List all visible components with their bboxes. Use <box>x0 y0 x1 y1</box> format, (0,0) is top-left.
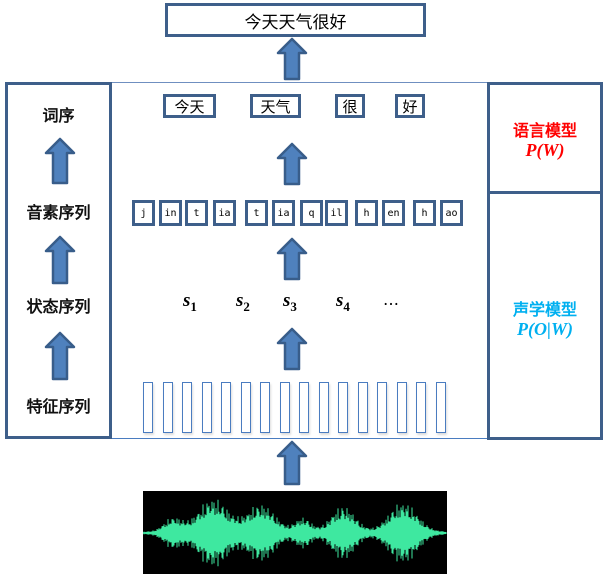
feature-frame <box>396 382 407 433</box>
sentence-box: 今天天气很好 <box>165 3 426 37</box>
phoneme-box: h <box>413 200 436 226</box>
state-label: s4 <box>336 290 350 314</box>
word-box: 今天 <box>163 94 216 118</box>
label-feature-sequence: 特征序列 <box>26 397 91 416</box>
phoneme-box: il <box>325 200 348 226</box>
word-box: 很 <box>335 94 365 118</box>
feature-frame <box>221 382 231 433</box>
feature-frame <box>416 382 426 433</box>
language-model-title: 语言模型 <box>512 121 577 140</box>
acoustic-model-panel <box>487 191 603 440</box>
phoneme-box: ia <box>272 200 295 226</box>
left-panel <box>5 82 112 439</box>
bottom-divider <box>112 438 488 439</box>
up-arrow-icon <box>276 327 308 371</box>
phoneme-box: t <box>245 200 268 226</box>
feature-frame <box>318 382 329 433</box>
up-arrow-icon <box>44 331 76 381</box>
up-arrow-icon <box>276 237 308 281</box>
up-arrow-icon <box>44 235 76 285</box>
feature-frame <box>338 382 348 433</box>
feature-frame <box>143 382 153 433</box>
feature-frame <box>260 382 270 433</box>
phoneme-box: j <box>132 200 155 226</box>
feature-frame <box>279 382 290 433</box>
waveform-signal <box>143 499 447 567</box>
top-divider <box>112 82 488 83</box>
phoneme-box: t <box>185 200 208 226</box>
up-arrow-icon <box>44 137 76 185</box>
state-label: s2 <box>236 290 250 314</box>
state-label: s1 <box>183 290 197 314</box>
phoneme-box: in <box>159 200 182 226</box>
feature-frame <box>435 382 446 433</box>
up-arrow-icon <box>276 37 308 81</box>
word-box: 好 <box>395 94 425 118</box>
up-arrow-icon <box>276 440 308 486</box>
acoustic-model-formula: P(O|W) <box>517 319 573 339</box>
feature-frame <box>201 382 212 433</box>
feature-frame <box>182 382 192 433</box>
waveform-image <box>143 491 447 574</box>
feature-frame <box>357 382 368 433</box>
feature-frame <box>162 382 173 433</box>
word-box: 天气 <box>250 94 301 118</box>
phoneme-box: h <box>355 200 378 226</box>
language-model-formula: P(W) <box>525 140 565 160</box>
phoneme-box: q <box>300 200 323 226</box>
state-ellipsis: … <box>383 290 399 309</box>
feature-frame <box>299 382 309 433</box>
feature-frame <box>377 382 387 433</box>
up-arrow-icon <box>276 142 308 186</box>
label-phoneme-sequence: 音素序列 <box>26 203 91 222</box>
acoustic-model-title: 声学模型 <box>512 300 577 319</box>
label-state-sequence: 状态序列 <box>26 297 91 316</box>
state-label: s3 <box>283 290 297 314</box>
label-word-sequence: 词序 <box>42 106 75 125</box>
phoneme-box: ao <box>440 200 463 226</box>
phoneme-box: ia <box>213 200 236 226</box>
feature-frame <box>240 382 251 433</box>
phoneme-box: en <box>382 200 405 226</box>
